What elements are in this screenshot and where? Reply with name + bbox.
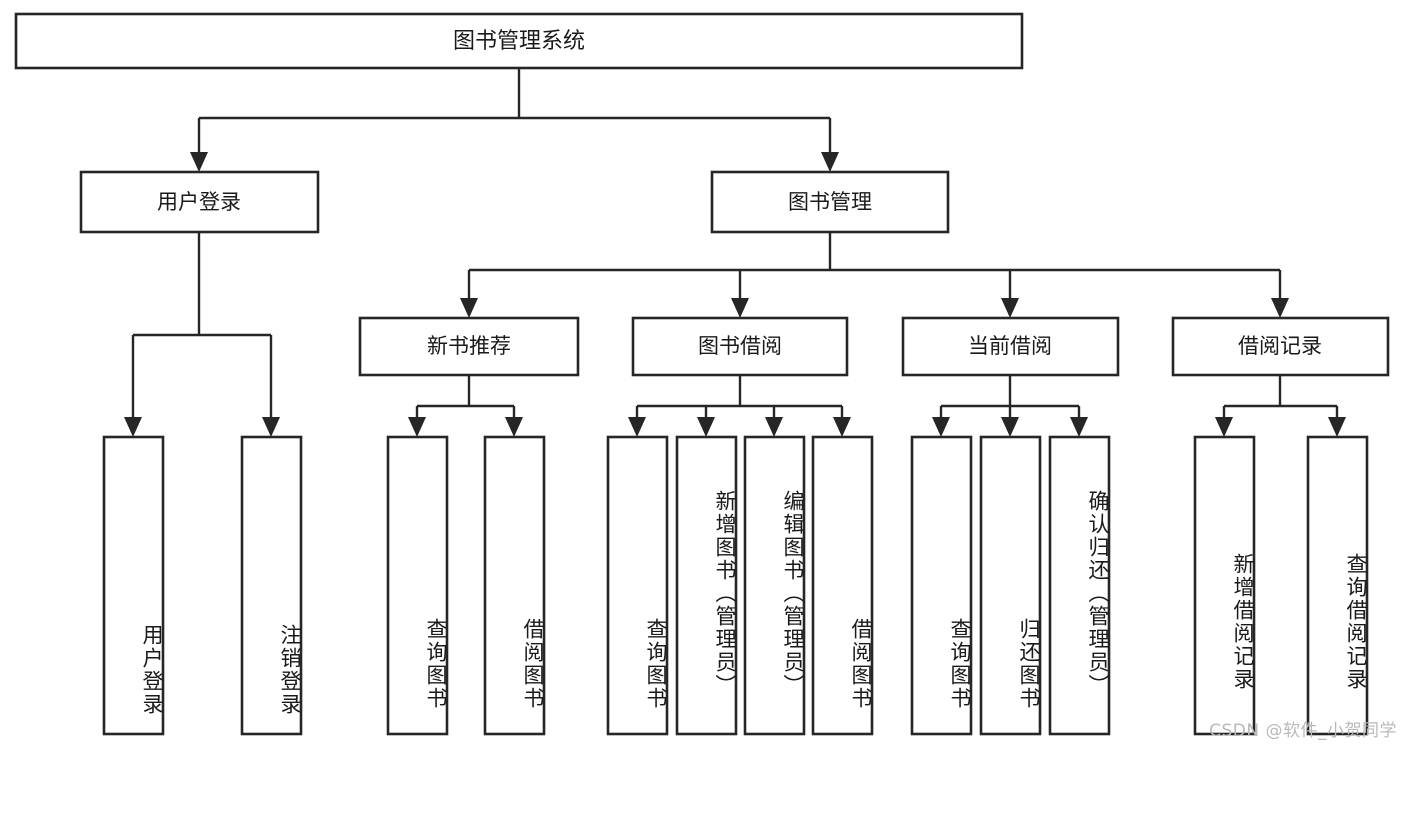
leaf-borrow-book-2-box[interactable] — [811, 435, 874, 736]
connector-group-user-login — [124, 232, 280, 437]
node-user-login[interactable]: 用户登录 — [79, 170, 320, 234]
node-root-box[interactable] — [14, 12, 1024, 70]
csdn-watermark: CSDN @软件_小贺同学 — [1209, 721, 1397, 741]
arrow-leaf-return-book — [1001, 417, 1019, 437]
node-borrow-record-label: 借阅记录 — [1238, 334, 1322, 358]
arrow-leaf-user-login — [124, 417, 142, 437]
node-borrow-record-box[interactable] — [1171, 316, 1390, 377]
arrow-to-current-borrow — [1001, 298, 1019, 318]
arrow-leaf-add-book — [697, 417, 715, 437]
connector-group-new-book-rec — [408, 375, 523, 437]
leaf-query-book-2-box[interactable] — [606, 435, 669, 736]
leaf-query-book-3-box[interactable] — [910, 435, 973, 736]
arrow-leaf-borrow-book-2 — [833, 417, 851, 437]
leaf-query-book-1-box[interactable] — [386, 435, 449, 736]
leaf-boxes — [102, 435, 1369, 736]
node-current-borrow-box[interactable] — [901, 316, 1120, 377]
node-book-manage-box[interactable] — [710, 170, 950, 234]
leaf-logout-box[interactable] — [240, 435, 303, 736]
arrow-to-book-manage — [821, 152, 839, 172]
node-root-label: 图书管理系统 — [453, 29, 585, 54]
arrow-to-user-login — [190, 152, 208, 172]
node-new-book-rec-label: 新书推荐 — [427, 334, 511, 358]
arrow-leaf-query-book-2 — [628, 417, 646, 437]
hierarchy-flowchart: 图书管理系统 用户登录 图书管理 新书推荐 图书借阅 当前借阅 借阅记录 — [14, 12, 1390, 736]
leaf-add-book-box[interactable] — [675, 435, 738, 736]
node-book-borrow-box[interactable] — [631, 316, 849, 377]
arrow-leaf-add-record — [1215, 417, 1233, 437]
arrow-to-borrow-record — [1271, 298, 1289, 318]
arrow-leaf-confirm-return — [1070, 417, 1088, 437]
leaf-add-record-box[interactable] — [1193, 435, 1256, 736]
arrow-leaf-query-record — [1328, 417, 1346, 437]
connector-group-current-borrow — [932, 375, 1088, 437]
arrow-leaf-query-book-1 — [408, 417, 426, 437]
arrow-leaf-edit-book — [765, 417, 783, 437]
diagram-canvas: 图书管理系统 用户登录 图书管理 新书推荐 图书借阅 当前借阅 借阅记录 — [14, 12, 1397, 741]
arrow-leaf-logout — [262, 417, 280, 437]
leaf-borrow-book-1-box[interactable] — [483, 435, 546, 736]
node-new-book-rec[interactable]: 新书推荐 — [358, 316, 580, 377]
node-book-manage-label: 图书管理 — [788, 190, 872, 214]
node-current-borrow-label: 当前借阅 — [968, 334, 1052, 358]
arrow-leaf-query-book-3 — [932, 417, 950, 437]
connector-group-root — [190, 68, 839, 172]
node-new-book-rec-box[interactable] — [358, 316, 580, 377]
node-current-borrow[interactable]: 当前借阅 — [901, 316, 1120, 377]
node-book-manage[interactable]: 图书管理 — [710, 170, 950, 234]
leaf-return-book-box[interactable] — [979, 435, 1042, 736]
node-book-borrow-label: 图书借阅 — [698, 334, 782, 358]
connector-group-borrow-record — [1215, 375, 1346, 437]
leaf-user-login-box[interactable] — [102, 435, 165, 736]
leaf-confirm-return-box[interactable] — [1048, 435, 1111, 736]
connector-group-book-borrow — [628, 375, 851, 437]
leaf-edit-book-box[interactable] — [743, 435, 806, 736]
arrow-to-new-book-rec — [460, 298, 478, 318]
connector-group-book-manage — [460, 232, 1289, 318]
node-root[interactable]: 图书管理系统 — [14, 12, 1024, 70]
arrow-to-book-borrow — [731, 298, 749, 318]
arrow-leaf-borrow-book-1 — [505, 417, 523, 437]
node-user-login-box[interactable] — [79, 170, 320, 234]
node-book-borrow[interactable]: 图书借阅 — [631, 316, 849, 377]
leaf-query-record-box[interactable] — [1306, 435, 1369, 736]
node-borrow-record[interactable]: 借阅记录 — [1171, 316, 1390, 377]
node-user-login-label: 用户登录 — [157, 190, 241, 214]
